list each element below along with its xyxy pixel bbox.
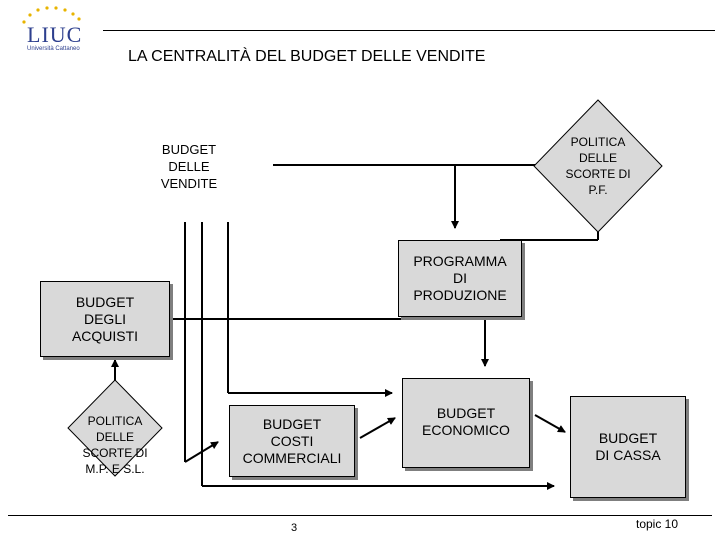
node-budget-vendite: BUDGET DELLE VENDITE [160, 142, 218, 191]
node-programma-produzione: PROGRAMMA DI PRODUZIONE [398, 240, 522, 317]
logo-subtitle: Università Cattaneo [27, 46, 80, 52]
diamond-politica-mp [67, 379, 163, 477]
footer-divider [8, 515, 712, 516]
diamond-politica-pf [533, 99, 663, 233]
logo-stars-icon [22, 6, 81, 24]
connector-to-costi [184, 441, 219, 463]
header-divider [103, 30, 715, 31]
node-budget-acquisti: BUDGET DEGLI ACQUISTI [40, 281, 170, 357]
node-budget-costi-commerciali: BUDGET COSTI COMMERCIALI [229, 405, 355, 477]
node-budget-economico-label: BUDGET ECONOMICO [422, 405, 510, 438]
page-title: LA CENTRALITÀ DEL BUDGET DELLE VENDITE [128, 48, 486, 65]
node-politica-scorte-mp: POLITICA DELLE SCORTE DI M.P. E S.L. [82, 414, 148, 476]
node-budget-cassa: BUDGET DI CASSA [570, 396, 686, 498]
page-number: 3 [291, 522, 298, 534]
node-budget-economico: BUDGET ECONOMICO [402, 378, 530, 468]
topic-label: topic 10 [636, 517, 679, 531]
node-politica-scorte-pf: POLITICA DELLE SCORTE DI P.F. [565, 135, 631, 197]
logo-name: LIUC [27, 22, 83, 47]
connector-costi-to-economico [359, 417, 396, 439]
connector-economico-to-cassa [534, 414, 566, 433]
